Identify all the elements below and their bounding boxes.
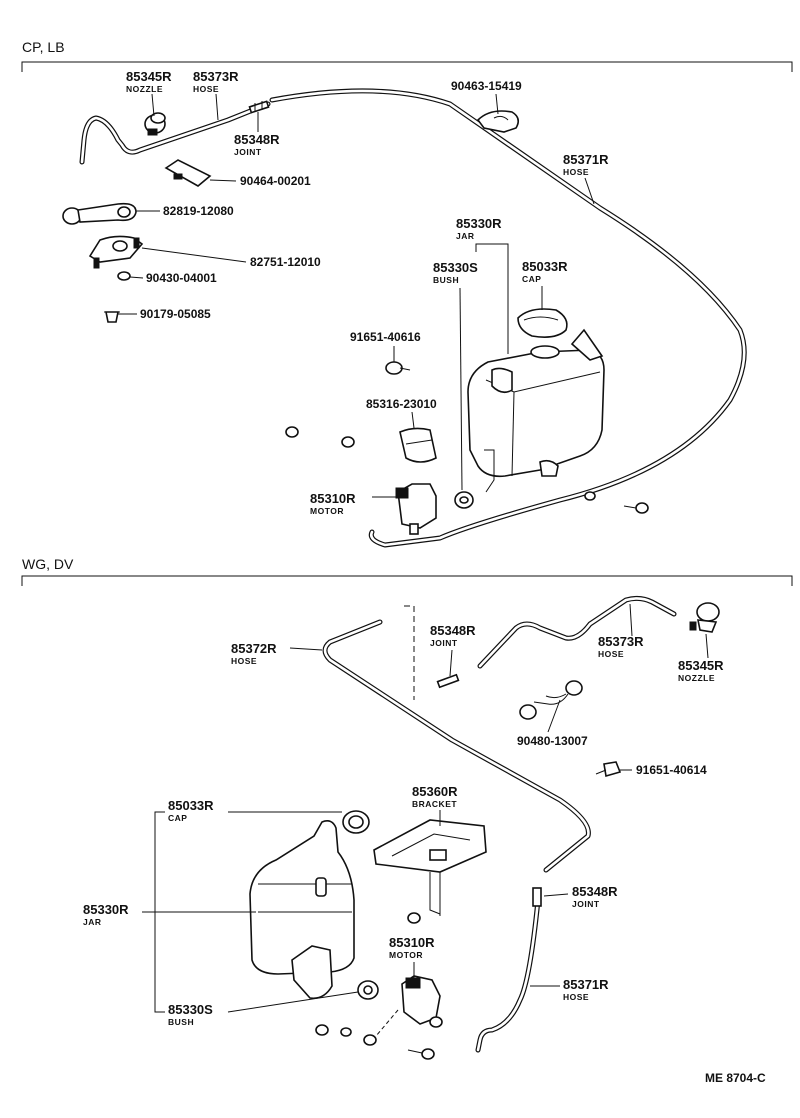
top-joint-icon	[248, 100, 270, 114]
bottom-nut-icon	[340, 1027, 352, 1037]
top-cap-icon	[517, 308, 568, 338]
label-cap-name: CAP	[522, 274, 541, 284]
bottom-bracket-icon	[373, 819, 487, 916]
label-hose-short-name: HOSE	[193, 84, 219, 94]
top-strap-icon	[399, 427, 437, 463]
label-b-connector-num: 90480-13007	[517, 734, 588, 748]
label-jar-num: 85330R	[456, 216, 502, 231]
bottom-jar-icon	[249, 820, 355, 1000]
section-label-bottom: WG, DV	[22, 556, 74, 572]
label-b-cap-num: 85033R	[168, 798, 214, 813]
bottom-motor-guide	[375, 1009, 399, 1037]
label-b-hose-85373-name: HOSE	[598, 649, 624, 659]
label-b-nozzle-num: 85345R	[678, 658, 724, 673]
label-clip-top-num: 90463-15419	[451, 79, 522, 93]
label-b-joint-upper-num: 85348R	[430, 623, 476, 638]
label-hose-long-num: 85371R	[563, 152, 609, 167]
top-washer-icon	[117, 271, 131, 281]
bottom-nut-icon	[315, 1024, 329, 1036]
label-b-bolt-num: 91651-40614	[636, 763, 707, 777]
bottom-joint-upper-icon	[436, 673, 460, 689]
label-bolt-num: 91651-40616	[350, 330, 421, 344]
label-cap-num: 85033R	[522, 259, 568, 274]
label-washer-num: 90430-04001	[146, 271, 217, 285]
bottom-bush-icon	[357, 980, 379, 1000]
label-b-bracket-name: BRACKET	[412, 799, 457, 809]
label-b-motor-num: 85310R	[389, 935, 435, 950]
label-hose-short-num: 85373R	[193, 69, 239, 84]
label-b-bush-name: BUSH	[168, 1017, 194, 1027]
label-joint-num: 85348R	[234, 132, 280, 147]
top-screw-icon	[104, 311, 120, 323]
label-nozzle-name: NOZZLE	[126, 84, 163, 94]
bottom-screw-icon	[407, 1048, 435, 1060]
label-connector-num: 82751-12010	[250, 255, 321, 269]
top-bush-icon	[454, 491, 474, 509]
bottom-hose-85371	[475, 897, 541, 1053]
label-strap-num: 85316-23010	[366, 397, 437, 411]
label-b-bracket-num: 85360R	[412, 784, 458, 799]
bottom-hose-85372	[322, 619, 591, 873]
bottom-hose-85373	[477, 595, 677, 669]
top-motor-icon	[395, 483, 437, 535]
label-bush-num: 85330S	[433, 260, 478, 275]
label-screw-num: 90179-05085	[140, 307, 211, 321]
bottom-dashed-guide	[404, 605, 415, 700]
top-jar-icon	[467, 328, 605, 493]
label-b-hose-85373-num: 85373R	[598, 634, 644, 649]
reference-code: ME 8704-C	[705, 1071, 766, 1085]
label-clip-90464-num: 90464-00201	[240, 174, 311, 188]
label-b-joint-upper-name: JOINT	[430, 638, 458, 648]
label-bush-name: BUSH	[433, 275, 459, 285]
label-nozzle-num: 85345R	[126, 69, 172, 84]
label-joint-name: JOINT	[234, 147, 262, 157]
section-label-top: CP, LB	[22, 39, 65, 55]
top-clip-90464-icon	[164, 159, 212, 187]
label-b-jar-name: JAR	[83, 917, 102, 927]
label-b-hose-85371-name: HOSE	[563, 992, 589, 1002]
top-nut-icon	[584, 491, 596, 501]
top-nut-icon	[285, 426, 299, 438]
label-b-bush-num: 85330S	[168, 1002, 213, 1017]
bottom-motor-icon	[401, 975, 443, 1028]
label-b-joint-lower-num: 85348R	[572, 884, 618, 899]
top-hinge-icon	[62, 202, 137, 225]
bottom-motor-grommet-icon	[407, 912, 421, 924]
top-screw-small-icon	[623, 502, 649, 514]
top-connector-icon	[88, 235, 144, 269]
bottom-joint-lower-icon	[532, 887, 542, 907]
top-nozzle-icon	[144, 112, 166, 136]
label-b-nozzle-name: NOZZLE	[678, 673, 715, 683]
label-motor-name: MOTOR	[310, 506, 344, 516]
top-bolt-icon	[385, 361, 411, 375]
label-motor-num: 85310R	[310, 491, 356, 506]
label-b-motor-name: MOTOR	[389, 950, 423, 960]
label-b-jar-num: 85330R	[83, 902, 129, 917]
label-b-hose-85372-name: HOSE	[231, 656, 257, 666]
top-clip-icon	[476, 110, 520, 133]
label-b-hose-85371-num: 85371R	[563, 977, 609, 992]
label-b-joint-lower-name: JOINT	[572, 899, 600, 909]
label-jar-name: JAR	[456, 231, 475, 241]
label-b-cap-name: CAP	[168, 813, 187, 823]
top-short-hose	[79, 101, 271, 165]
label-hinge-num: 82819-12080	[163, 204, 234, 218]
label-b-hose-85372-num: 85372R	[231, 641, 277, 656]
top-long-hose	[269, 88, 747, 548]
label-hose-long-name: HOSE	[563, 167, 589, 177]
top-nut-icon	[341, 436, 355, 448]
bottom-connector-icon	[519, 680, 583, 720]
section-bracket-bottom	[21, 575, 793, 586]
bottom-bolt-icon	[595, 761, 622, 778]
section-bracket-top	[21, 61, 793, 72]
bottom-nozzle-icon	[689, 602, 720, 633]
bottom-nut-icon	[363, 1034, 377, 1046]
bottom-cap-icon	[342, 810, 370, 834]
